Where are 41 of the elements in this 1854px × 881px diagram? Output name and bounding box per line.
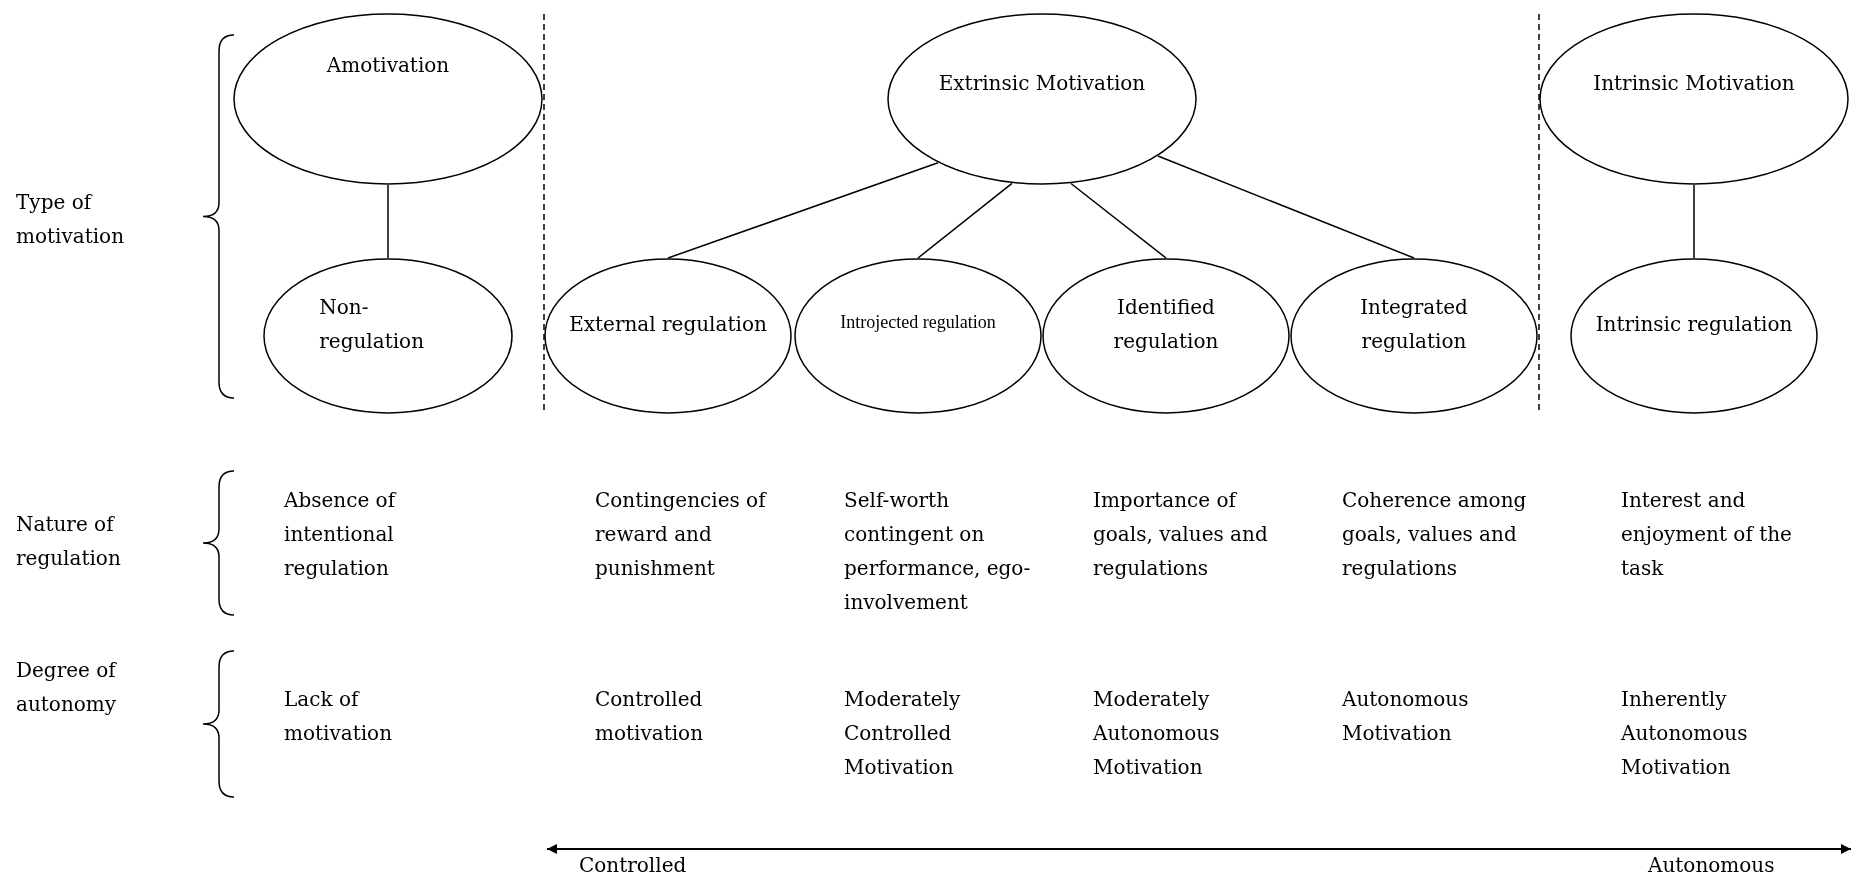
row-text: Lack of motivation: [284, 686, 394, 747]
row-text: Moderately Controlled Motivation: [844, 686, 962, 781]
connector-line: [667, 162, 939, 259]
row-text: Controlled motivation: [595, 686, 705, 747]
connector-line: [917, 182, 1013, 259]
node-label: Intrinsic regulation: [1595, 311, 1793, 338]
row-text: Importance of goals, values and regulations: [1093, 487, 1269, 582]
ellipse-node: [1570, 258, 1818, 414]
ellipse-node: [794, 258, 1042, 414]
ellipse-node: [887, 13, 1197, 185]
connector-line: [1157, 155, 1415, 259]
ellipse-node: [544, 258, 792, 414]
row-text: Moderately Autonomous Motivation: [1093, 686, 1221, 781]
connector-line: [387, 184, 389, 259]
node-label: Amotivation: [326, 52, 450, 79]
node-label: Integrated regulation: [1359, 294, 1469, 355]
node-label: External regulation: [569, 311, 767, 338]
row-text: Contingencies of reward and punishment: [595, 487, 768, 582]
node-label: Extrinsic Motivation: [938, 70, 1146, 97]
ellipse-node: [263, 258, 513, 414]
node-label: Intrinsic Motivation: [1593, 70, 1795, 97]
row-text: Self-worth contingent on performance, ego-involvement: [844, 487, 1032, 616]
row-text: Autonomous Motivation: [1342, 686, 1470, 747]
ellipse-node: [1539, 13, 1849, 185]
row-text: Absence of intentional regulation: [284, 487, 398, 582]
row-text: Interest and enjoyment of the task: [1621, 487, 1793, 582]
row-text: Coherence among goals, values and regulations: [1342, 487, 1528, 582]
row-heading: Degree of autonomy: [16, 657, 118, 718]
ellipse-node: [1290, 258, 1538, 414]
row-heading: Nature of regulation: [16, 511, 122, 572]
connector-line: [1693, 184, 1695, 259]
connector-line: [1070, 182, 1167, 259]
node-label: Identified regulation: [1112, 294, 1220, 355]
axis-end-label: Autonomous: [1648, 852, 1775, 879]
row-text: Inherently Autonomous Motivation: [1621, 686, 1749, 781]
row-heading: Type of motivation: [16, 189, 126, 250]
node-label: Introjected regulation: [840, 311, 996, 334]
axis-end-label: Controlled: [579, 852, 687, 879]
ellipse-node: [1042, 258, 1290, 414]
node-label: Non-regulation: [319, 294, 425, 355]
ellipse-node: [233, 13, 543, 185]
